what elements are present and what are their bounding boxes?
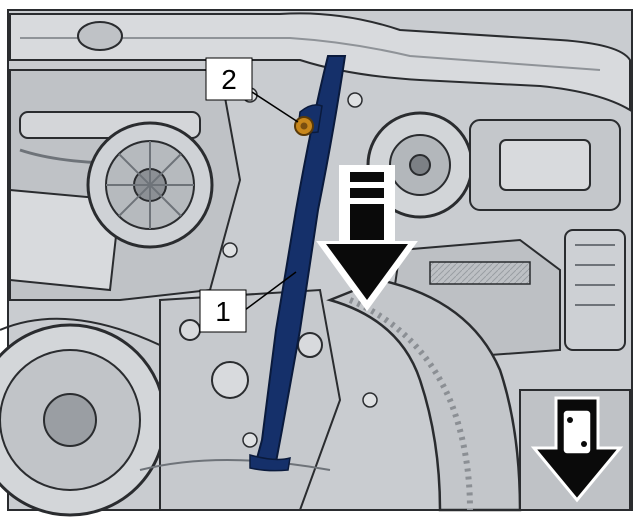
- view-direction-icon: [530, 396, 624, 503]
- callout-2-leader: [251, 91, 299, 123]
- callout-1-label: 1: [215, 296, 231, 327]
- intake-pipe: [9, 12, 631, 112]
- callout-2-label: 2: [221, 64, 237, 95]
- callout-1-leader: [244, 271, 297, 311]
- crankshaft-pulley: [0, 317, 171, 517]
- down-arrow-icon: [316, 165, 418, 312]
- dipstick-tube-mounting-bolt: [294, 116, 314, 136]
- upper-right-pulley: [366, 111, 621, 219]
- callout-2: 2: [205, 57, 253, 101]
- water-pump-pulley: [86, 121, 214, 249]
- callout-1: 1: [199, 289, 247, 333]
